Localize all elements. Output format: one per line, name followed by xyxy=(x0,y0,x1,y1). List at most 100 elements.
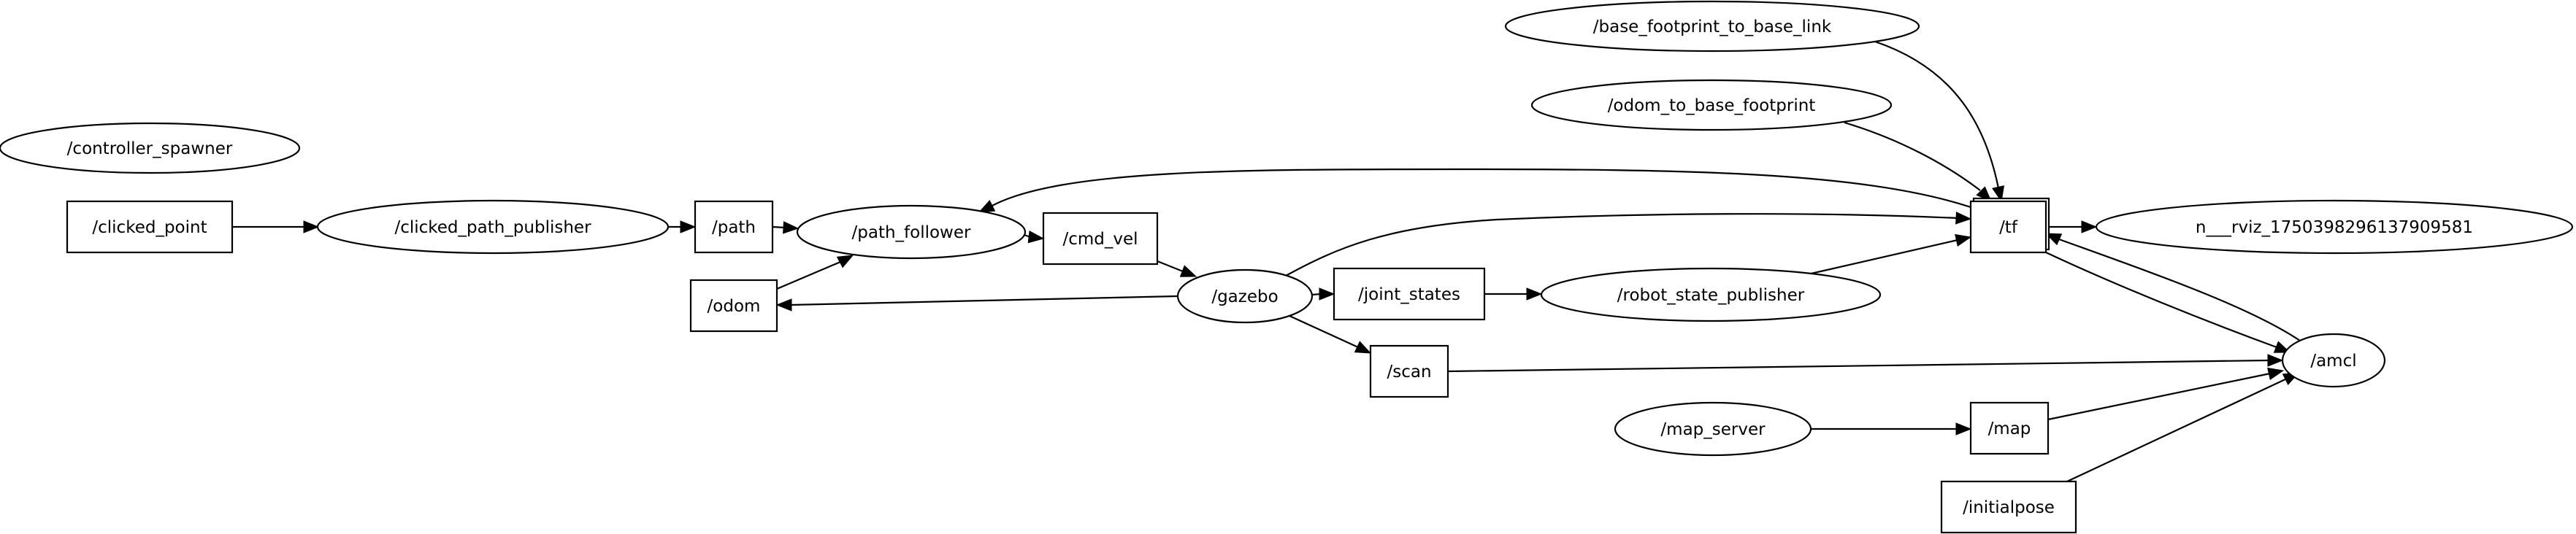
edge-gazebo-to-odom xyxy=(775,295,1178,312)
node-ellipse xyxy=(1176,268,1314,324)
arrowhead xyxy=(836,255,854,268)
node-ellipse xyxy=(1540,267,1882,322)
node-ellipse xyxy=(2095,199,2574,255)
arrowhead xyxy=(2267,354,2284,367)
edge-line xyxy=(1157,260,1184,273)
ros-node-odom-to-base-footprint[interactable]: /odom_to_base_footprint xyxy=(1530,79,1893,131)
edge-odom-to-path-follower xyxy=(776,255,854,290)
edge-line xyxy=(1285,213,1958,276)
edge-line xyxy=(2045,252,2277,349)
edge-map-server-to-map xyxy=(1811,422,1972,436)
ros-node-base-footprint-to-base-link[interactable]: /base_footprint_to_base_link xyxy=(1504,0,1920,53)
edge-line xyxy=(1807,239,1958,276)
arrowhead xyxy=(775,298,792,312)
node-box xyxy=(689,279,778,333)
node-label: /clicked_path_publisher xyxy=(394,218,591,237)
node-label: /clicked_point xyxy=(92,218,207,237)
edge-clicked-path-publisher-to-path xyxy=(668,220,697,233)
node-ellipse xyxy=(1504,0,1920,53)
topic-node-tf[interactable]: /tf xyxy=(1969,197,2050,254)
arrowhead xyxy=(1027,231,1045,244)
node-label: n___rviz_1750398296137909581 xyxy=(2196,218,2473,237)
topic-node-initialpose[interactable]: /initialpose xyxy=(1940,480,2077,534)
node-box xyxy=(1969,200,2047,254)
arrowhead xyxy=(1955,233,1972,247)
arrowhead xyxy=(1992,185,2005,203)
edge-amcl-to-tf xyxy=(2044,233,2301,341)
arrowhead xyxy=(1955,422,1972,436)
edge-gazebo-to-tf xyxy=(1285,212,1972,276)
topic-node-clicked-point[interactable]: /clicked_point xyxy=(66,200,234,254)
edge-line xyxy=(2047,372,2271,421)
node-label: /controller_spawner xyxy=(67,139,233,158)
edge-line xyxy=(776,260,841,290)
topic-node-map[interactable]: /map xyxy=(1969,401,2050,455)
topic-node-odom[interactable]: /odom xyxy=(689,279,778,333)
arrowhead xyxy=(2081,220,2098,233)
arrowhead xyxy=(1319,287,1335,301)
ros-node-map-server[interactable]: /map_server xyxy=(1614,401,1812,457)
node-label: /base_footprint_to_base_link xyxy=(1593,18,1832,36)
ros-node-controller-spawner[interactable]: /controller_spawner xyxy=(0,122,301,174)
edge-line xyxy=(1844,121,1981,191)
edge-line xyxy=(1874,40,2000,189)
arrowhead xyxy=(680,220,697,233)
node-label: /robot_state_publisher xyxy=(1617,286,1805,305)
node-label: /path_follower xyxy=(852,223,972,242)
ros-node-robot-state-publisher[interactable]: /robot_state_publisher xyxy=(1540,267,1882,322)
edge-joint-states-to-robot-state-publisher xyxy=(1484,287,1543,301)
edge-tf-to-path-follower xyxy=(978,168,1971,213)
edge-line xyxy=(2058,238,2301,341)
arrowhead xyxy=(1526,287,1543,301)
node-ellipse xyxy=(1614,401,1812,457)
arrowhead xyxy=(1955,212,1972,225)
ros-node-gazebo[interactable]: /gazebo xyxy=(1176,268,1314,324)
node-label: /gazebo xyxy=(1211,287,1278,306)
arrowhead xyxy=(303,220,320,233)
node-ellipse xyxy=(1530,79,1893,131)
edge-line xyxy=(990,168,1971,209)
arrowhead xyxy=(2044,233,2063,246)
edge-line xyxy=(1447,359,2270,373)
node-label: /odom xyxy=(708,297,761,316)
edge-line xyxy=(1289,314,1359,349)
edge-base-footprint-to-base-link-to-tf xyxy=(1874,40,2005,203)
topic-node-cmd-vel[interactable]: /cmd_vel xyxy=(1042,212,1159,266)
arrowhead xyxy=(783,221,800,234)
node-label: /cmd_vel xyxy=(1062,230,1138,249)
edge-path-follower-to-cmd-vel xyxy=(1024,231,1045,244)
node-ellipse xyxy=(316,199,670,255)
edge-line xyxy=(2066,378,2288,482)
ros-node-clicked-path-publisher[interactable]: /clicked_path_publisher xyxy=(316,199,670,255)
edge-cmd-vel-to-gazebo xyxy=(1157,260,1197,277)
edge-tf-to-rviz xyxy=(2046,220,2098,233)
node-label: /initialpose xyxy=(1963,498,2055,517)
edge-initialpose-to-amcl xyxy=(2066,372,2300,482)
node-ellipse xyxy=(0,122,301,174)
node-ellipse xyxy=(2281,333,2386,388)
arrowhead xyxy=(1354,341,1372,354)
topic-node-scan[interactable]: /scan xyxy=(1369,344,1449,398)
arrowhead xyxy=(1179,265,1197,277)
node-box xyxy=(1969,401,2050,455)
node-label: /odom_to_base_footprint xyxy=(1608,96,1816,115)
node-label: /tf xyxy=(1999,218,2018,237)
edges-layer xyxy=(232,40,2301,482)
edge-clicked-point-to-clicked-path-publisher xyxy=(232,220,320,233)
edge-robot-state-publisher-to-tf xyxy=(1807,233,1972,276)
edge-map-to-amcl xyxy=(2047,367,2285,421)
edge-path-to-path-follower xyxy=(772,221,800,234)
ros-node-rviz[interactable]: n___rviz_1750398296137909581 xyxy=(2095,199,2574,255)
ros-node-path-follower[interactable]: /path_follower xyxy=(796,204,1027,260)
edge-tf-to-amcl xyxy=(2045,252,2291,353)
edge-gazebo-to-joint-states xyxy=(1311,287,1335,301)
node-box xyxy=(1940,480,2077,534)
arrowhead xyxy=(2267,367,2285,380)
topic-node-path[interactable]: /path xyxy=(694,200,774,254)
ros-node-amcl[interactable]: /amcl xyxy=(2281,333,2386,388)
node-ellipse xyxy=(796,204,1027,260)
node-label: /map_server xyxy=(1660,420,1766,439)
topic-node-joint-states[interactable]: /joint_states xyxy=(1333,267,1486,321)
node-box xyxy=(66,200,234,254)
edge-odom-to-base-footprint-to-tf xyxy=(1844,121,1992,202)
